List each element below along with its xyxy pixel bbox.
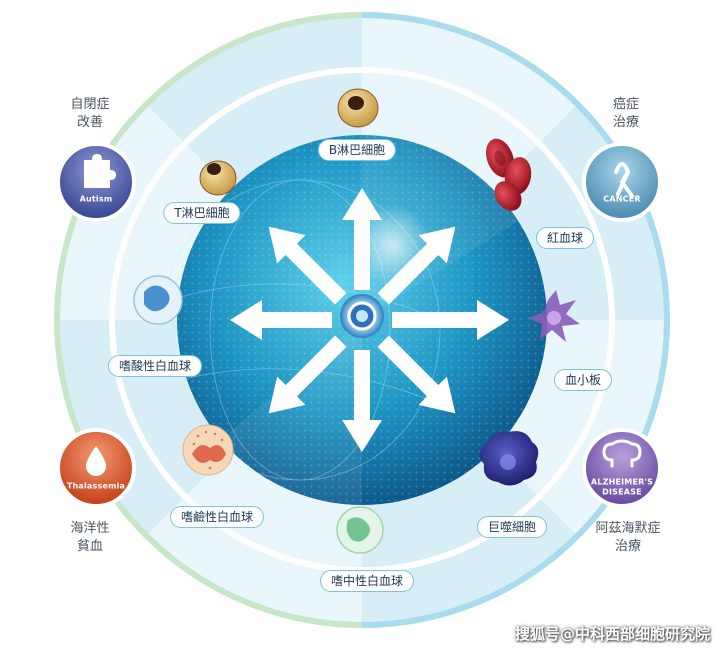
b-lymphocyte-label: B淋巴細胞 [317,139,397,161]
alzheimers-badge [582,428,662,508]
outer-ring-right [361,12,670,628]
red-blood-cell [485,138,532,211]
alzheimers-badge-text-1: ALZHEIMER'S [590,477,654,487]
t-lymphocyte-label: T淋巴細胞 [163,202,241,224]
stem-cell [340,294,384,338]
eosinophil-label: 嗜鹼性白血球 [169,506,265,528]
basophil-label: 嗜酸性白血球 [107,355,203,377]
autism-badge [56,142,136,222]
autism-label-line2: 改善 [76,115,104,130]
ribbon-icon [614,162,634,198]
eosinophil-cell [182,424,234,476]
blood-drop-icon [86,446,106,476]
thalassemia-label-line1: 海洋性 [70,521,110,536]
neutrophil-label: 嗜中性白血球 [319,570,415,592]
alzheimers-label-line1: 阿茲海默症 [595,521,661,536]
alzheimers-label-line2: 治療 [614,539,642,554]
thalassemia-badge-text: Thalassemia [66,481,126,491]
red-blood-cell-label: 紅血球 [535,227,595,249]
cancer-label-line2: 治療 [612,115,640,130]
thalassemia-badge [56,428,136,508]
cancer-badge [582,142,662,222]
platelet-cell [528,290,580,342]
macrophage-cell [479,431,539,486]
puzzle-icon [84,154,116,188]
thalassemia-label: 海洋性 貧血 [70,520,109,556]
platelet-label: 血小板 [553,369,613,391]
thalassemia-label-line2: 貧血 [76,539,104,554]
alzheimers-label: 阿茲海默症 治療 [595,520,660,556]
macrophage-label: 巨噬細胞 [476,516,548,538]
autism-badge-text: Autism [79,194,113,204]
t-lymphocyte-cell [199,160,237,196]
brain-icon [602,439,642,468]
b-lymphocyte-cell [337,88,379,128]
differentiation-arrows [230,188,509,452]
watermark-text: 搜狐号@中科西部细胞研究院 [514,625,710,643]
alzheimers-badge-text-2: DISEASE [602,487,642,497]
cancer-label: 癌症 治療 [613,96,639,132]
autism-label: 自閉症 改善 [70,96,109,132]
basophil-cell [133,275,183,325]
cancer-badge-text: CANCER [603,194,641,204]
autism-label-line1: 自閉症 [70,97,110,112]
cancer-label-line1: 癌症 [612,97,640,112]
neutrophil-cell [336,506,384,554]
